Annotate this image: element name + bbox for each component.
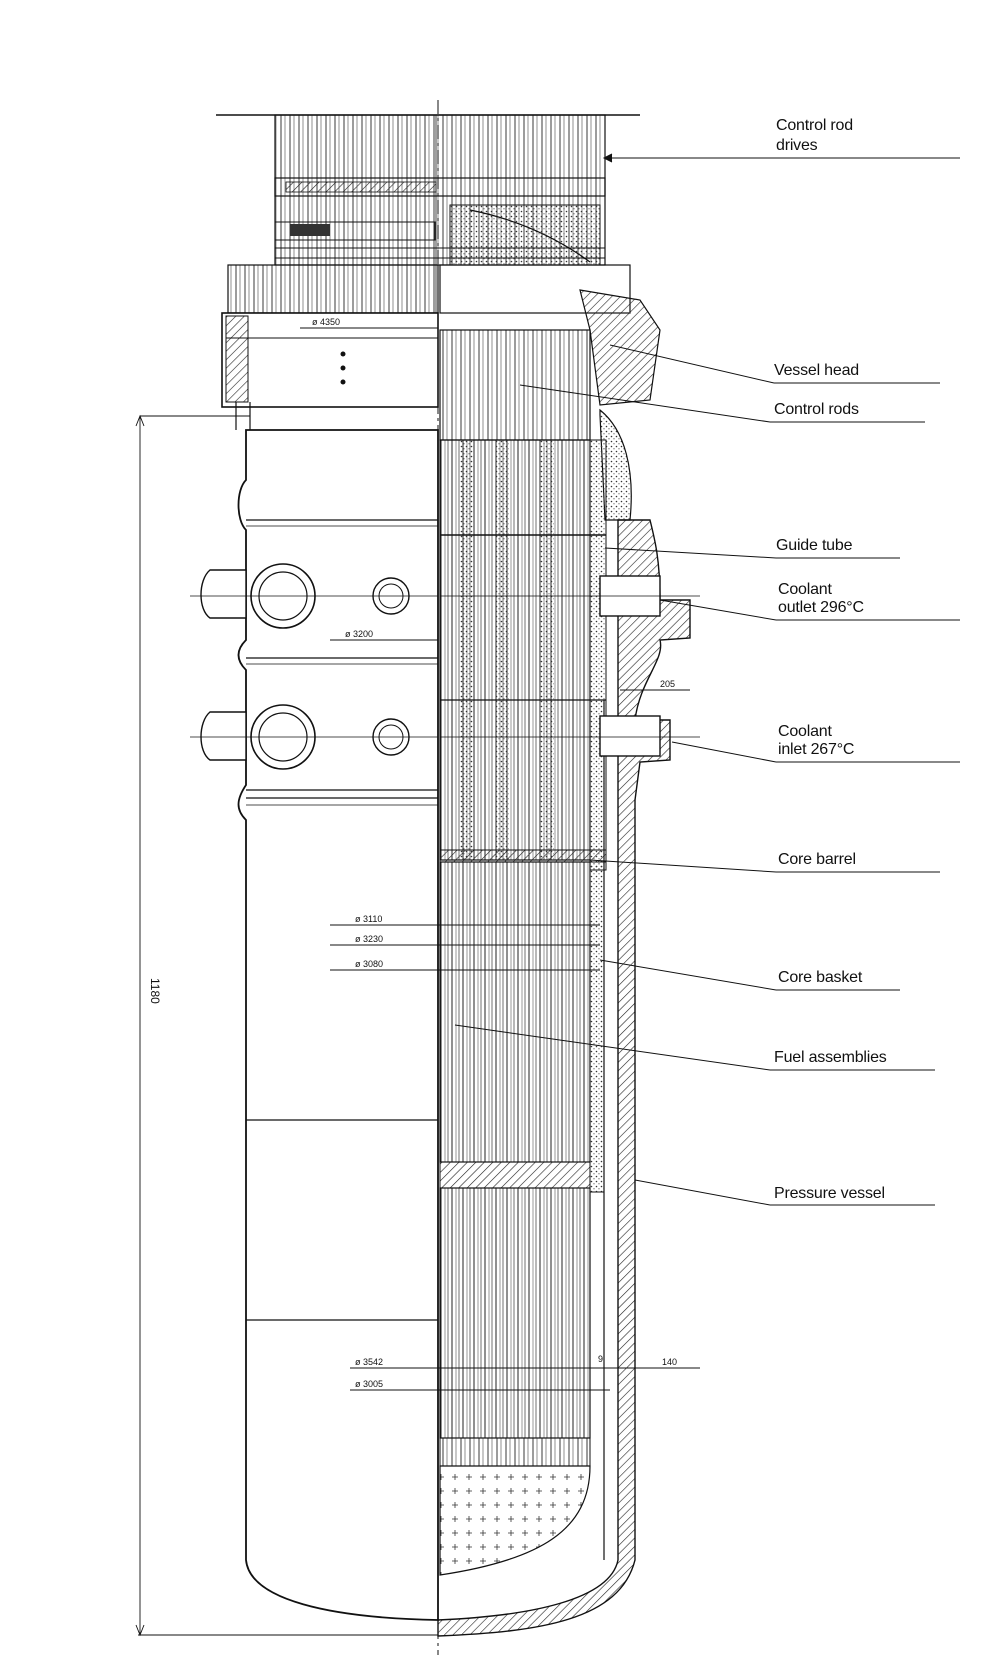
dim-d3542: ø 3542 [355, 1357, 384, 1367]
label-core-barrel: Core barrel [778, 851, 856, 868]
label-vessel-head: Vessel head [774, 362, 859, 379]
outlet-nozzles [190, 563, 438, 629]
label-control-rod-drives-line2: drives [776, 137, 818, 154]
dim-d4350: ø 4350 [312, 317, 341, 327]
vessel-head [221, 264, 661, 521]
callout-leaders [454, 153, 960, 1206]
reactor-internals-cutaway [437, 329, 700, 1637]
label-control-rods: Control rods [774, 401, 859, 418]
label-coolant-outlet-line1: Coolant [778, 581, 832, 598]
dim-9: 9 [598, 1354, 604, 1364]
dimension-lines [135, 327, 700, 1637]
dim-height: 1180 [148, 978, 162, 1004]
dim-d3110: ø 3110 [355, 914, 383, 924]
label-coolant-outlet-line2: outlet 296°C [778, 599, 864, 616]
dim-d3200: ø 3200 [345, 629, 374, 639]
label-core-basket: Core basket [778, 969, 863, 986]
label-coolant-inlet-line1: Coolant [778, 723, 832, 740]
label-guide-tube: Guide tube [776, 537, 853, 554]
dim-140: 140 [662, 1357, 678, 1367]
inlet-nozzles [190, 704, 438, 770]
label-coolant-inlet-line2: inlet 267°C [778, 741, 855, 758]
dim-205: 205 [660, 679, 676, 689]
label-control-rod-drives-line1: Control rod [776, 117, 853, 134]
dim-d3230: ø 3230 [355, 934, 384, 944]
dim-d3005: ø 3005 [355, 1379, 384, 1389]
label-pressure-vessel: Pressure vessel [774, 1185, 885, 1202]
dim-d3080: ø 3080 [355, 959, 384, 969]
label-fuel-assemblies: Fuel assemblies [774, 1049, 887, 1066]
